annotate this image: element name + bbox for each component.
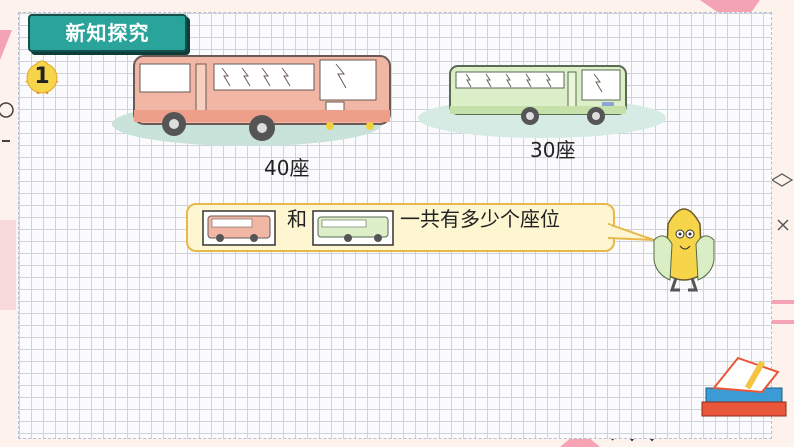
question-text: 一共有多少个座位 [400,207,560,231]
pink-bus-thumbnail [202,210,276,246]
bubble-tail [608,222,655,241]
large-bus-seats: 40座 [264,156,310,180]
chick-icon [25,60,59,94]
connector-word: 和 [287,207,307,231]
green-bus-thumbnail [312,210,394,246]
corn-mascot-icon [653,208,715,292]
books-icon [701,356,787,417]
large-bus-illustration [133,55,391,141]
section-title-box: 新知探究 [28,14,187,52]
example-number: 1 [34,64,50,89]
small-bus-seats: 30座 [530,138,576,162]
small-bus-illustration [449,65,627,125]
section-title: 新知探究 [65,21,150,45]
